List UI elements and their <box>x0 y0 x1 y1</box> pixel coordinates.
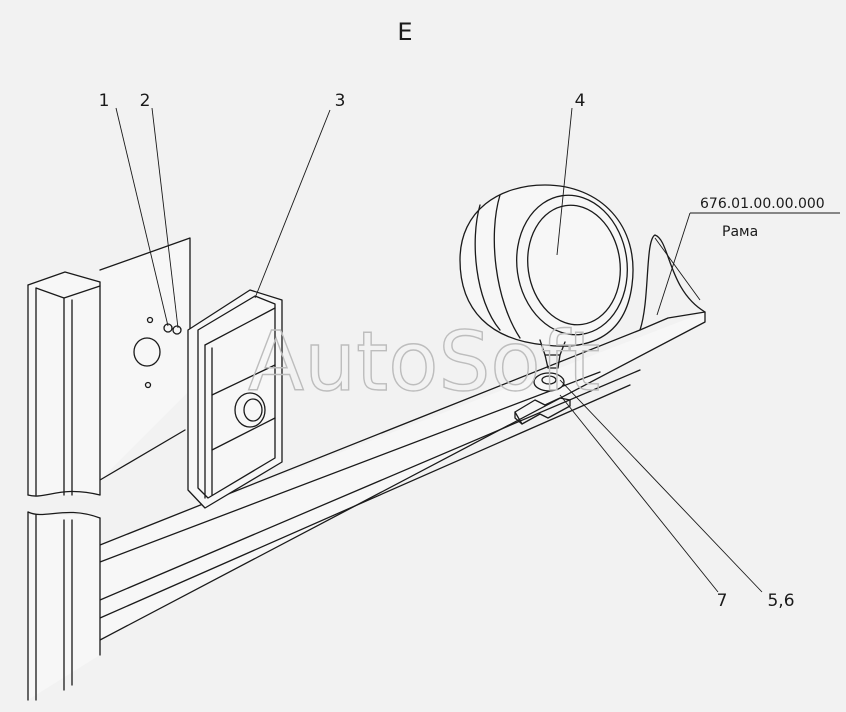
bracket-plate <box>99 237 191 481</box>
washer-2 <box>172 325 182 335</box>
nut-5 <box>533 372 565 392</box>
watermark: AutoSoft <box>248 315 600 410</box>
callout-1: 1 <box>99 91 110 111</box>
callout-3: 3 <box>335 91 346 111</box>
callout-5-6: 5,6 <box>767 591 794 611</box>
channel-post <box>27 271 101 701</box>
rear-lamp <box>187 289 283 509</box>
frame-rail <box>99 234 706 641</box>
frame-part-number: 676.01.00.00.000 <box>700 196 825 212</box>
headlamp <box>459 184 634 369</box>
view-label: Е <box>397 18 412 46</box>
headlamp-lens <box>527 204 621 326</box>
mount-bracket <box>514 372 571 425</box>
plate-hole-large <box>133 337 161 367</box>
callout-4: 4 <box>575 91 586 111</box>
callout-2: 2 <box>140 91 151 111</box>
leader-lines <box>115 107 840 593</box>
bolt-1 <box>163 323 173 333</box>
frame-part-name: Рама <box>722 224 758 240</box>
callout-7: 7 <box>717 591 728 611</box>
lamp-reflector <box>234 392 266 428</box>
